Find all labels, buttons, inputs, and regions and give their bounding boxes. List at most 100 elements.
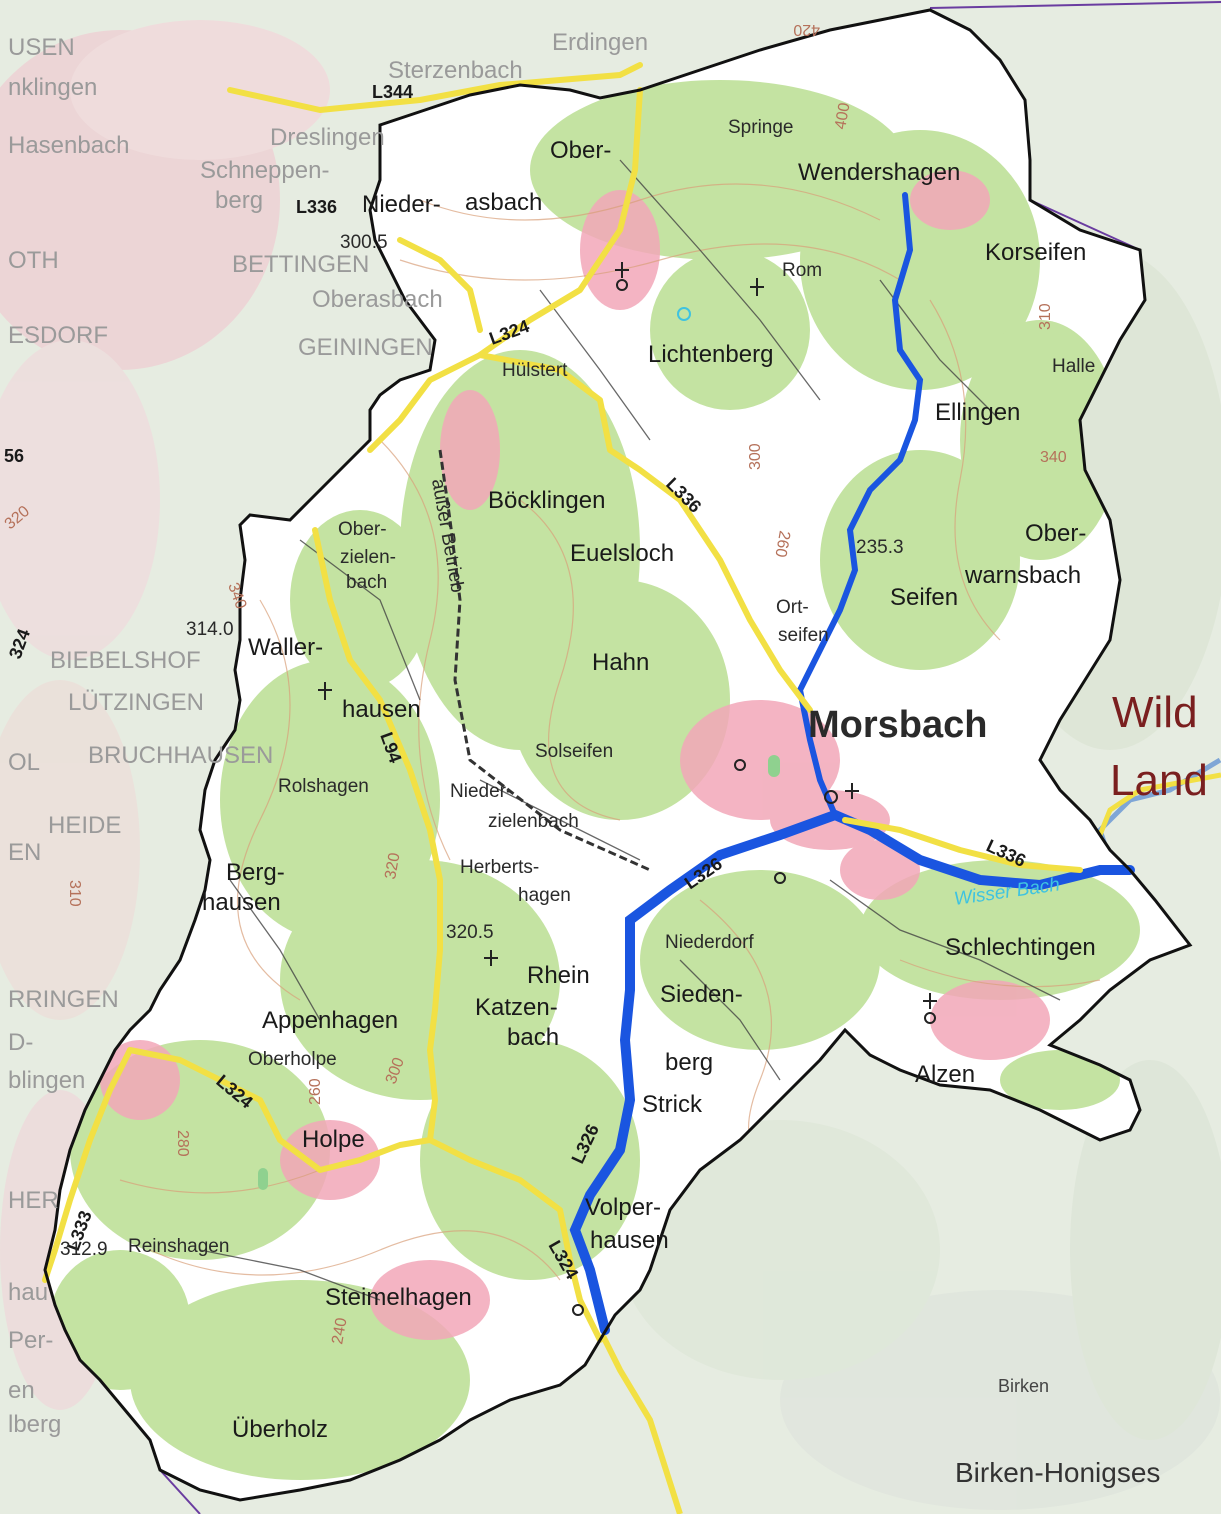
- river-wisser-bach: [569, 192, 1135, 1335]
- railway-line: [438, 449, 651, 872]
- place-wendershagen: Wendershagen: [798, 159, 960, 186]
- place-lutzingen: LÜTZINGEN: [68, 689, 204, 716]
- contour-label-260-north: 260: [771, 529, 792, 558]
- spring-icon: [677, 307, 691, 321]
- place-geiningen: GEININGEN: [298, 334, 433, 361]
- contour-label-280: 280: [174, 1130, 191, 1157]
- place-blingen: blingen: [8, 1067, 85, 1094]
- minor-roads: [199, 159, 1061, 1301]
- place-schlechtingen: Schlechtingen: [945, 934, 1096, 961]
- church-icon: [750, 278, 764, 296]
- outside-boundary-purple: [159, 1, 1221, 1514]
- place-euelsloch: Euelsloch: [570, 540, 674, 567]
- contour-label-400: 400: [832, 101, 853, 130]
- region-label: Wild Land: [1110, 688, 1208, 805]
- church-icon: [923, 993, 937, 1009]
- place-oberzielenbach-2: zielen-: [340, 547, 396, 568]
- place-hau: hau: [8, 1279, 48, 1306]
- place-bruchhausen: BRUCHHAUSEN: [88, 742, 273, 769]
- place-strick: Strick: [642, 1091, 703, 1118]
- place-bocklingen: Böcklingen: [488, 487, 605, 514]
- contour-label-300-north: 300: [747, 443, 764, 470]
- place-oberasbach: Oberasbach: [312, 286, 443, 313]
- church-icon: [845, 783, 859, 799]
- town-morsbach: Morsbach: [808, 704, 987, 746]
- contour-label-310-west: 310: [66, 880, 83, 907]
- place-nklingen: nklingen: [8, 74, 97, 101]
- place-dreslingen: Dreslingen: [270, 124, 385, 151]
- place-ortseifen-2: seifen: [778, 625, 829, 646]
- place-sterzenbach: Sterzenbach: [388, 57, 523, 84]
- place-lichtenberg: Lichtenberg: [648, 341, 773, 368]
- place-siedenberg-1: Sieden-: [660, 981, 743, 1008]
- road-label-l336-north: L336: [296, 197, 337, 217]
- place-siedenberg-2: berg: [665, 1049, 713, 1076]
- chapel-icon: [774, 872, 786, 884]
- contour-lines: [119, 183, 1101, 1281]
- place-rringen: RRINGEN: [8, 986, 119, 1013]
- place-hasenbach: Hasenbach: [8, 132, 129, 159]
- contour-label-240: 240: [329, 1316, 350, 1345]
- forest-areas: [50, 80, 1140, 1480]
- contour-label-260-south: 260: [307, 1078, 324, 1105]
- contour-label-340-east: 340: [1040, 449, 1067, 466]
- chapel-icon: [572, 1304, 584, 1316]
- region-label-line-2: Land: [1110, 756, 1208, 805]
- place-her: HER: [8, 1187, 59, 1214]
- place-hahn: Hahn: [592, 649, 649, 676]
- main-roads: [42, 62, 1083, 1343]
- place-oberzielenbach-3: bach: [346, 572, 387, 593]
- chapel-icon: [824, 790, 838, 804]
- chapel-icon: [734, 759, 746, 771]
- place-korseifen: Korseifen: [985, 239, 1086, 266]
- place-lberg: lberg: [8, 1411, 61, 1438]
- place-uberholz: Überholz: [232, 1416, 328, 1443]
- place-wallerhausen-2: hausen: [342, 696, 421, 723]
- place-heide: HEIDE: [48, 812, 121, 839]
- inside-labels: Sterzenbach Ober- Springe Wendershagen K…: [128, 57, 1096, 1443]
- place-bettingen: BETTINGEN: [232, 251, 369, 278]
- place-niederdorf: Niederdorf: [665, 932, 754, 953]
- place-rom: Rom: [782, 260, 822, 281]
- place-d: D-: [8, 1029, 33, 1056]
- place-berghausen-2: hausen: [202, 889, 281, 916]
- place-wallerhausen-1: Waller-: [248, 634, 323, 661]
- contour-label-420: 420: [793, 21, 820, 38]
- place-herbertshagen-1: Herberts-: [460, 857, 539, 878]
- place-katzenbach-2: bach: [507, 1024, 559, 1051]
- place-per: Per-: [8, 1327, 53, 1354]
- place-volperhausen-2: hausen: [590, 1227, 669, 1254]
- elevation-314-0: 314.0: [186, 619, 234, 640]
- outside-road: [597, 1328, 683, 1514]
- place-oberwarnsbach-1: Ober-: [1025, 520, 1086, 547]
- region-label-line-1: Wild: [1112, 688, 1198, 737]
- outside-road-2: [1097, 772, 1221, 836]
- elevation-300-5: 300.5: [340, 232, 388, 253]
- place-reinshagen: Reinshagen: [128, 1236, 229, 1257]
- place-niederzielenbach-1: Nieder-: [450, 781, 512, 802]
- place-niederzielenbach-2: zielenbach: [488, 811, 579, 832]
- place-esdorf: ESDORF: [8, 322, 108, 349]
- chapel-icon: [616, 279, 628, 291]
- place-ortseifen-1: Ort-: [776, 597, 809, 618]
- elevation-235-3: 235.3: [856, 537, 904, 558]
- elevation-312-9: 312.9: [60, 1239, 108, 1260]
- place-hulstert: Hülstert: [502, 360, 568, 381]
- place-ellingen: Ellingen: [935, 399, 1020, 426]
- elevation-labels: 300.5 235.3 314.0 320.5 312.9: [60, 232, 904, 1260]
- map-symbols: [318, 262, 937, 1316]
- place-biebelshof: BIEBELSHOF: [50, 647, 201, 674]
- church-icon: [615, 262, 629, 278]
- place-volperhausen-1: Volper-: [585, 1194, 661, 1221]
- church-icon: [318, 682, 332, 700]
- place-seifen: Seifen: [890, 584, 958, 611]
- place-en-1: EN: [8, 839, 41, 866]
- place-nieder-asbach-1: Nieder-: [362, 191, 441, 218]
- place-oberwarnsbach-2: warnsbach: [964, 562, 1081, 589]
- contour-label-310-east: 310: [1037, 303, 1054, 330]
- place-herbertshagen-2: hagen: [518, 885, 571, 906]
- pond-icon: [768, 755, 780, 777]
- place-oth: OTH: [8, 247, 59, 274]
- place-en-2: en: [8, 1377, 35, 1404]
- road-label-l344: L344: [372, 82, 413, 102]
